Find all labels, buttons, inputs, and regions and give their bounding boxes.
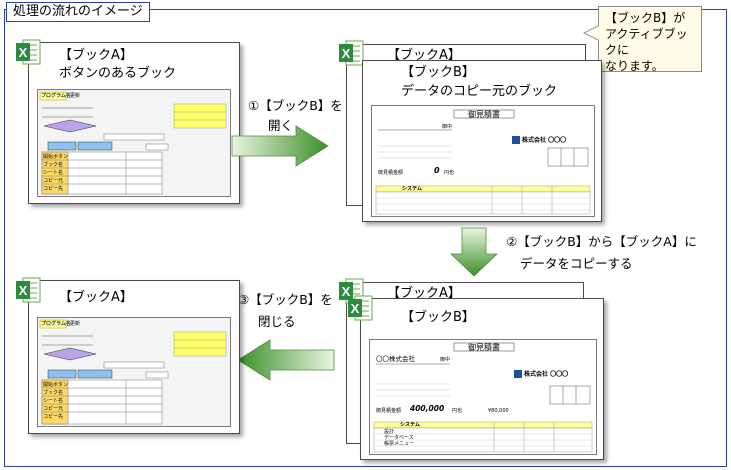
- program-row-1: 開始ボタン: [43, 154, 69, 160]
- book-a-label-2: ボタンのあるブック: [59, 66, 177, 81]
- program-sheet-drawing-2: [38, 318, 230, 426]
- excel-icon: X: [339, 40, 364, 66]
- program-row-3b: シート名: [43, 398, 64, 404]
- frame-title: 処理の流れのイメージ: [6, 2, 150, 22]
- program-row-3: シート名: [43, 170, 64, 176]
- program-row-5: コピー先: [43, 186, 64, 192]
- estimate-sheet-filled-drawing: [373, 342, 593, 453]
- book-a-back-label-2: 【ブックA】: [387, 286, 461, 301]
- estimate-sheet-drawing: [375, 109, 591, 215]
- excel-icon: X: [16, 277, 41, 303]
- callout-line-3: なります。: [605, 59, 664, 73]
- estimate-item-1: 設計: [384, 429, 395, 435]
- svg-text:X: X: [19, 283, 28, 298]
- step1-label-1: ①【ブックB】を: [248, 98, 343, 113]
- step2-label-1: ②【ブックB】から【ブックA】に: [506, 234, 697, 249]
- estimate-company-2: 株式会社 〇〇〇: [524, 371, 569, 378]
- estimate-item-3: 帳票メニュー: [384, 441, 415, 447]
- estimate-total-label-2: 御見積金額: [376, 408, 402, 414]
- estimate-sheet-filled-preview: 御見積書 〇〇株式会社 御中 株式会社 〇〇〇 御見積金額 400,000 円也…: [369, 339, 597, 455]
- svg-text:X: X: [342, 284, 351, 299]
- program-row-4b: コピー元: [43, 406, 64, 412]
- callout-tail-inner: [585, 26, 599, 40]
- book-b-window: 【ブックB】 データのコピー元のブック 御見積書 御中 株式会社 〇〇〇 御見積…: [362, 60, 602, 222]
- step1-label-2: 開く: [268, 118, 294, 133]
- estimate-section: システム: [402, 186, 422, 192]
- callout-box: 【ブックB】が アクティブブックに なります。: [598, 6, 702, 73]
- program-sheet-preview: プログラム名 更新 開始ボタン ブック名 シート名 コピー元 コピー先: [37, 89, 231, 197]
- program-header-2: プログラム名: [41, 321, 71, 327]
- book-a-window: X 【ブックA】 ボタンのあるブック プログラム名 更新 開始ボタン: [16, 39, 240, 204]
- program-row-2b: ブック名: [43, 390, 64, 396]
- estimate-total-empty: 0: [434, 166, 440, 175]
- svg-text:X: X: [351, 301, 360, 316]
- estimate-item-2: データベース: [384, 435, 414, 441]
- estimate-honorific: 御中: [442, 124, 453, 130]
- book-a-window-2: X 【ブックA】 プログラム名 更新 開始ボタン ブック名: [16, 277, 240, 434]
- estimate-total-filled: 400,000: [410, 404, 445, 413]
- book-a-label-1: 【ブックA】: [59, 48, 133, 63]
- book-b-label-bottom: 【ブックB】: [401, 310, 475, 325]
- step2-label-2: データをコピーする: [520, 256, 633, 271]
- book-b-window-2: X 【ブックB】 御見積書 〇〇株式会社 御中 株式会社 〇〇〇 御見積金額: [348, 295, 604, 460]
- callout-line-2: アクティブブックに: [605, 27, 688, 57]
- program-header-value-2: 更新: [70, 321, 81, 327]
- program-header-value: 更新: [70, 93, 81, 99]
- excel-icon: X: [339, 278, 364, 304]
- estimate-company: 株式会社 〇〇〇: [522, 137, 567, 144]
- estimate-total-label: 御見積金額: [378, 170, 404, 176]
- program-sheet-preview-2: プログラム名 更新 開始ボタン ブック名 シート名 コピー元 コピー先: [37, 317, 231, 427]
- program-sheet-drawing: [38, 90, 230, 196]
- program-header: プログラム名: [41, 93, 71, 99]
- book-a-label-bottom: 【ブックA】: [59, 290, 133, 305]
- step2-arrow-down: [450, 227, 498, 277]
- estimate-title: 御見積書: [468, 110, 500, 119]
- program-row-5b: コピー先: [43, 414, 64, 420]
- step1-arrow-right: [231, 125, 329, 167]
- estimate-currency-2: 円也: [452, 408, 463, 414]
- book-b-label-2: データのコピー元のブック: [401, 84, 558, 99]
- estimate-customer: 〇〇株式会社: [376, 355, 415, 363]
- book-b-label-1: 【ブックB】: [401, 65, 475, 80]
- book-a-back-label: 【ブックA】: [387, 48, 461, 63]
- svg-text:X: X: [342, 46, 351, 61]
- estimate-honorific-2: 御中: [440, 357, 451, 363]
- callout-line-1: 【ブックB】が: [605, 11, 686, 25]
- program-row-1b: 開始ボタン: [43, 382, 69, 388]
- process-frame: [4, 9, 727, 467]
- step3-label-1: ③【ブックB】を: [238, 292, 333, 307]
- estimate-section-2: システム: [400, 422, 420, 428]
- estimate-sheet-preview: 御見積書 御中 株式会社 〇〇〇 御見積金額 0 円也 システム: [371, 105, 595, 217]
- step3-label-2: 閉じる: [258, 314, 296, 329]
- estimate-subtotal: ¥80,000: [488, 408, 509, 414]
- program-row-4: コピー元: [43, 178, 64, 184]
- program-row-2: ブック名: [43, 162, 64, 168]
- estimate-currency: 円也: [444, 170, 455, 176]
- excel-icon: X: [348, 295, 373, 321]
- excel-icon: X: [16, 39, 41, 65]
- estimate-title-2: 御見積書: [468, 343, 500, 352]
- svg-text:X: X: [19, 45, 28, 60]
- step3-arrow-left: [237, 339, 335, 381]
